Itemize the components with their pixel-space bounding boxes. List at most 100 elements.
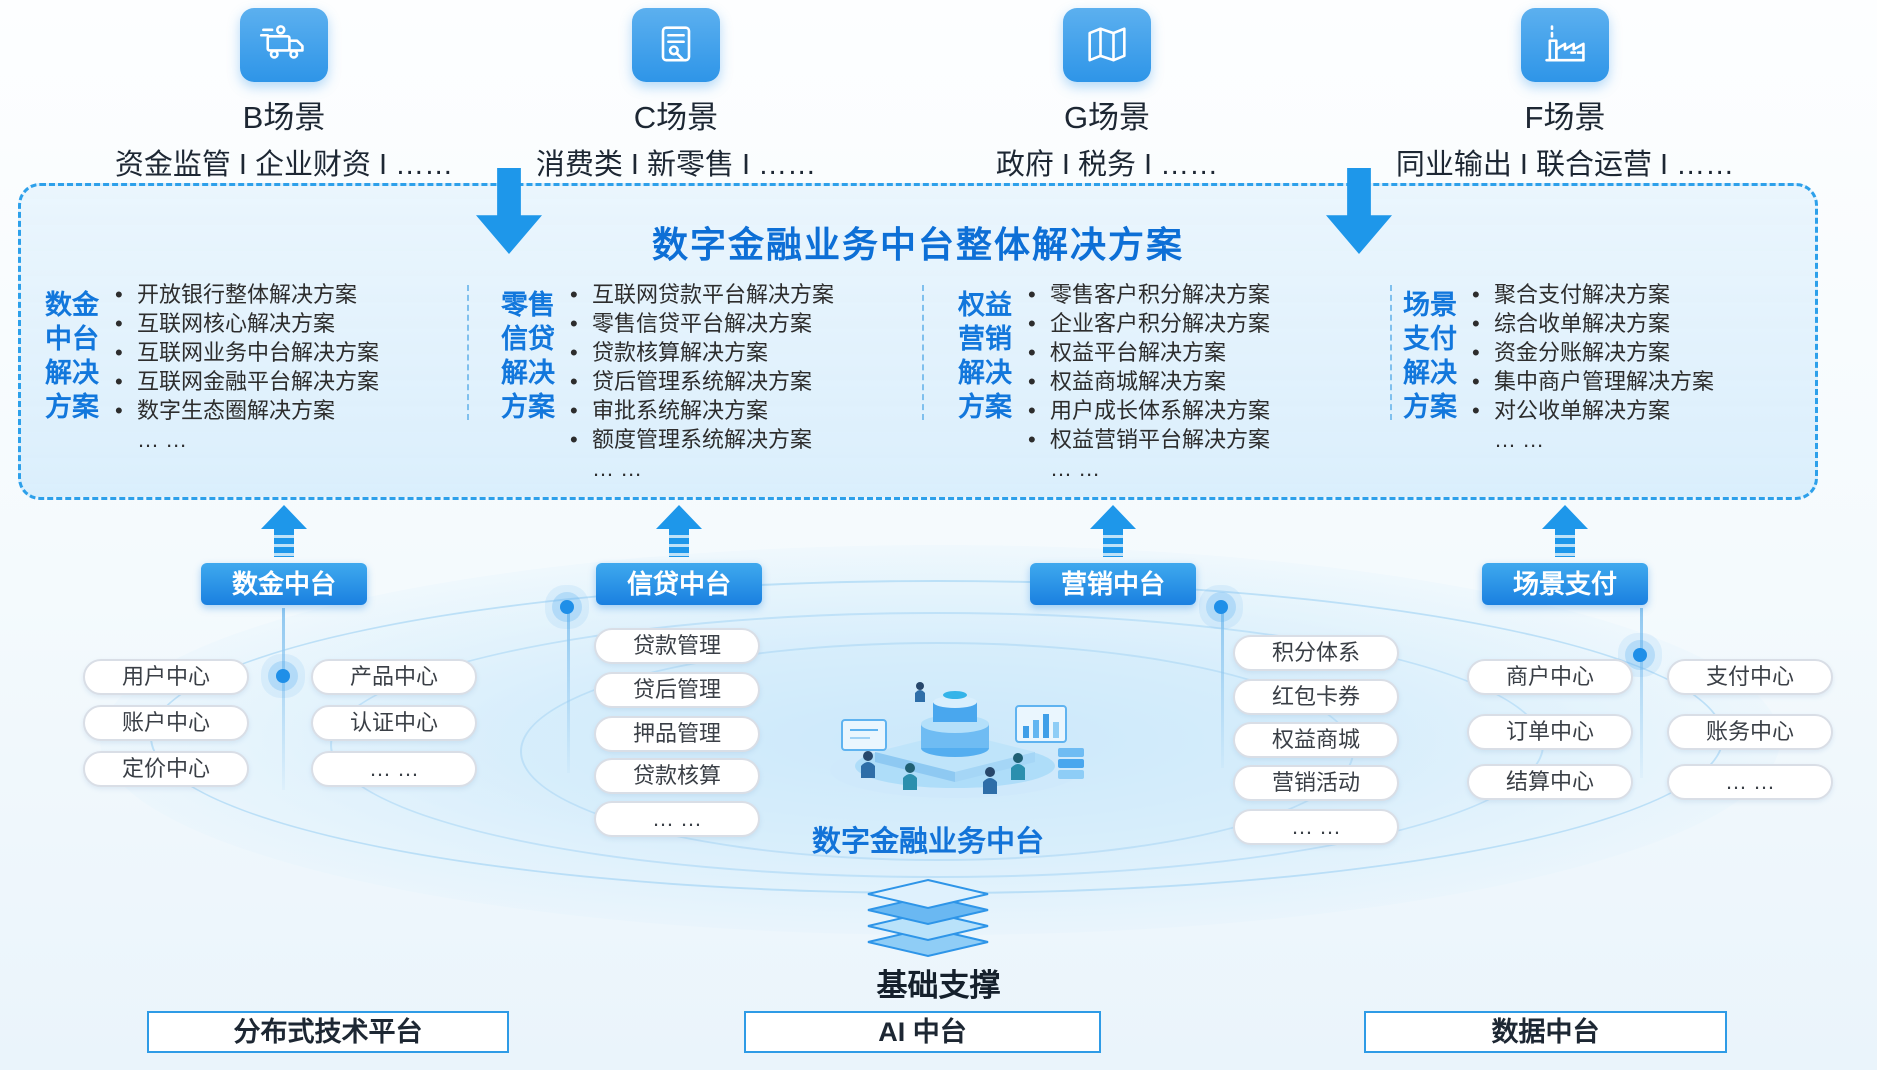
pill-marketing-activity: 营销活动 [1233, 765, 1399, 801]
solution-item: … … [592, 456, 643, 481]
pill-loan-accounting: 贷款核算 [594, 758, 760, 794]
column-label-changjing: 场景 支付 解决 方案 [1403, 290, 1457, 422]
pill-loan-mgmt: 贷款管理 [594, 628, 760, 664]
solution-item: •互联网业务中台解决方案 [115, 340, 380, 365]
up-arrow [1542, 505, 1588, 557]
scenario-name: B场景 [242, 100, 326, 135]
solution-item: •零售客户积分解决方案 [1028, 282, 1271, 307]
connector-node [1214, 600, 1228, 614]
scenario-subtitle: 政府 I 税务 I …… [995, 149, 1219, 181]
solution-item: •聚合支付解决方案 [1472, 282, 1671, 307]
pill-more: … … [594, 801, 760, 837]
pill-more: … … [1667, 764, 1833, 800]
solution-item: •贷款核算解决方案 [570, 340, 769, 365]
receipt-icon [632, 8, 720, 82]
column-items-quanyi: •零售客户积分解决方案 •企业客户积分解决方案 •权益平台解决方案 •权益商城解… [1028, 280, 1270, 483]
scenario-b: B场景 资金监管 I 企业财资 I …… [74, 8, 494, 183]
platform-illustration [830, 682, 1084, 798]
column-items-shujin: •开放银行整体解决方案 •互联网核心解决方案 •互联网业务中台解决方案 •互联网… [115, 280, 379, 454]
scenario-g: G场景 政府 I 税务 I …… [897, 8, 1317, 183]
pill-collateral-mgmt: 押品管理 [594, 716, 760, 752]
solution-item: … … [1050, 456, 1101, 481]
layers-icon [867, 878, 989, 958]
solution-item: •互联网金融平台解决方案 [115, 369, 380, 394]
column-label-quanyi: 权益 营销 解决 方案 [958, 290, 1012, 422]
column-items-changjing: •聚合支付解决方案 •综合收单解决方案 •资金分账解决方案 •集中商户管理解决方… [1472, 280, 1714, 454]
connector-node [1633, 648, 1647, 662]
pill-points-system: 积分体系 [1233, 635, 1399, 671]
pill-payment-center: 支付中心 [1667, 659, 1833, 695]
solution-item: •资金分账解决方案 [1472, 340, 1671, 365]
scenario-c: C场景 消费类 I 新零售 I …… [466, 8, 886, 183]
pill-more: … … [311, 751, 477, 787]
solution-item: •互联网核心解决方案 [115, 311, 336, 336]
platform-button-xindai: 信贷中台 [596, 563, 762, 605]
pill-auth-center: 认证中心 [311, 705, 477, 741]
base-box-distributed: 分布式技术平台 [147, 1011, 509, 1053]
scenario-subtitle: 同业输出 I 联合运营 I …… [1395, 149, 1735, 181]
solution-item: •开放银行整体解决方案 [115, 282, 358, 307]
scenario-name: F场景 [1524, 100, 1606, 135]
up-arrow [1090, 505, 1136, 557]
connector-node [276, 669, 290, 683]
base-box-data: 数据中台 [1364, 1011, 1727, 1053]
solution-panel [18, 183, 1818, 500]
scenario-f: F场景 同业输出 I 联合运营 I …… [1355, 8, 1775, 183]
up-arrow [656, 505, 702, 557]
pill-merchant-center: 商户中心 [1467, 659, 1633, 695]
solution-item: •综合收单解决方案 [1472, 311, 1671, 336]
solution-item: •审批系统解决方案 [570, 398, 769, 423]
connector-line [1221, 608, 1224, 768]
pill-product-center: 产品中心 [311, 659, 477, 695]
solution-item: … … [1494, 427, 1545, 452]
base-box-ai: AI 中台 [744, 1011, 1101, 1053]
foundation-label: 基础支撑 [876, 968, 1001, 1003]
pill-user-center: 用户中心 [83, 659, 249, 695]
solution-item: •互联网贷款平台解决方案 [570, 282, 835, 307]
scenario-subtitle: 消费类 I 新零售 I …… [535, 149, 817, 181]
pill-account-center: 账户中心 [83, 705, 249, 741]
pill-pricing-center: 定价中心 [83, 751, 249, 787]
pill-more: … … [1233, 809, 1399, 845]
solution-item: •贷后管理系统解决方案 [570, 369, 813, 394]
truck-icon [240, 8, 328, 82]
solution-item: •集中商户管理解决方案 [1472, 369, 1715, 394]
pill-ledger-center: 账务中心 [1667, 714, 1833, 750]
solution-item: •零售信贷平台解决方案 [570, 311, 813, 336]
up-arrow [261, 505, 307, 557]
platform-button-yingxiao: 营销中台 [1030, 563, 1196, 605]
solution-item: •企业客户积分解决方案 [1028, 311, 1271, 336]
pill-settlement-center: 结算中心 [1467, 764, 1633, 800]
column-separator [1390, 285, 1392, 420]
scenario-name: G场景 [1063, 100, 1151, 135]
pill-postloan-mgmt: 贷后管理 [594, 672, 760, 708]
solution-item: •权益商城解决方案 [1028, 369, 1227, 394]
panel-title: 数字金融业务中台整体解决方案 [651, 224, 1184, 265]
factory-icon [1521, 8, 1609, 82]
column-label-lingshou: 零售 信贷 解决 方案 [501, 290, 555, 422]
center-platform-label: 数字金融业务中台 [811, 826, 1044, 858]
pill-benefit-mall: 权益商城 [1233, 722, 1399, 758]
connector-line [567, 608, 570, 773]
solution-item: •权益营销平台解决方案 [1028, 427, 1271, 452]
connector-line [1640, 608, 1643, 778]
column-separator [922, 285, 924, 420]
solution-item: •权益平台解决方案 [1028, 340, 1227, 365]
column-separator [467, 285, 469, 420]
column-label-shujin: 数金 中台 解决 方案 [45, 290, 99, 422]
solution-item: •数字生态圈解决方案 [115, 398, 336, 423]
solution-item: •额度管理系统解决方案 [570, 427, 813, 452]
connector-line [282, 608, 285, 790]
scenario-subtitle: 资金监管 I 企业财资 I …… [114, 149, 454, 181]
connector-node [560, 600, 574, 614]
pill-redpacket-coupon: 红包卡券 [1233, 679, 1399, 715]
solution-item: •用户成长体系解决方案 [1028, 398, 1271, 423]
solution-item: … … [137, 427, 188, 452]
platform-button-shujin: 数金中台 [201, 563, 367, 605]
scenario-name: C场景 [633, 100, 719, 135]
map-icon [1063, 8, 1151, 82]
column-items-lingshou: •互联网贷款平台解决方案 •零售信贷平台解决方案 •贷款核算解决方案 •贷后管理… [570, 280, 834, 483]
solution-item: •对公收单解决方案 [1472, 398, 1671, 423]
platform-button-zhifu: 场景支付 [1482, 563, 1648, 605]
pill-order-center: 订单中心 [1467, 714, 1633, 750]
